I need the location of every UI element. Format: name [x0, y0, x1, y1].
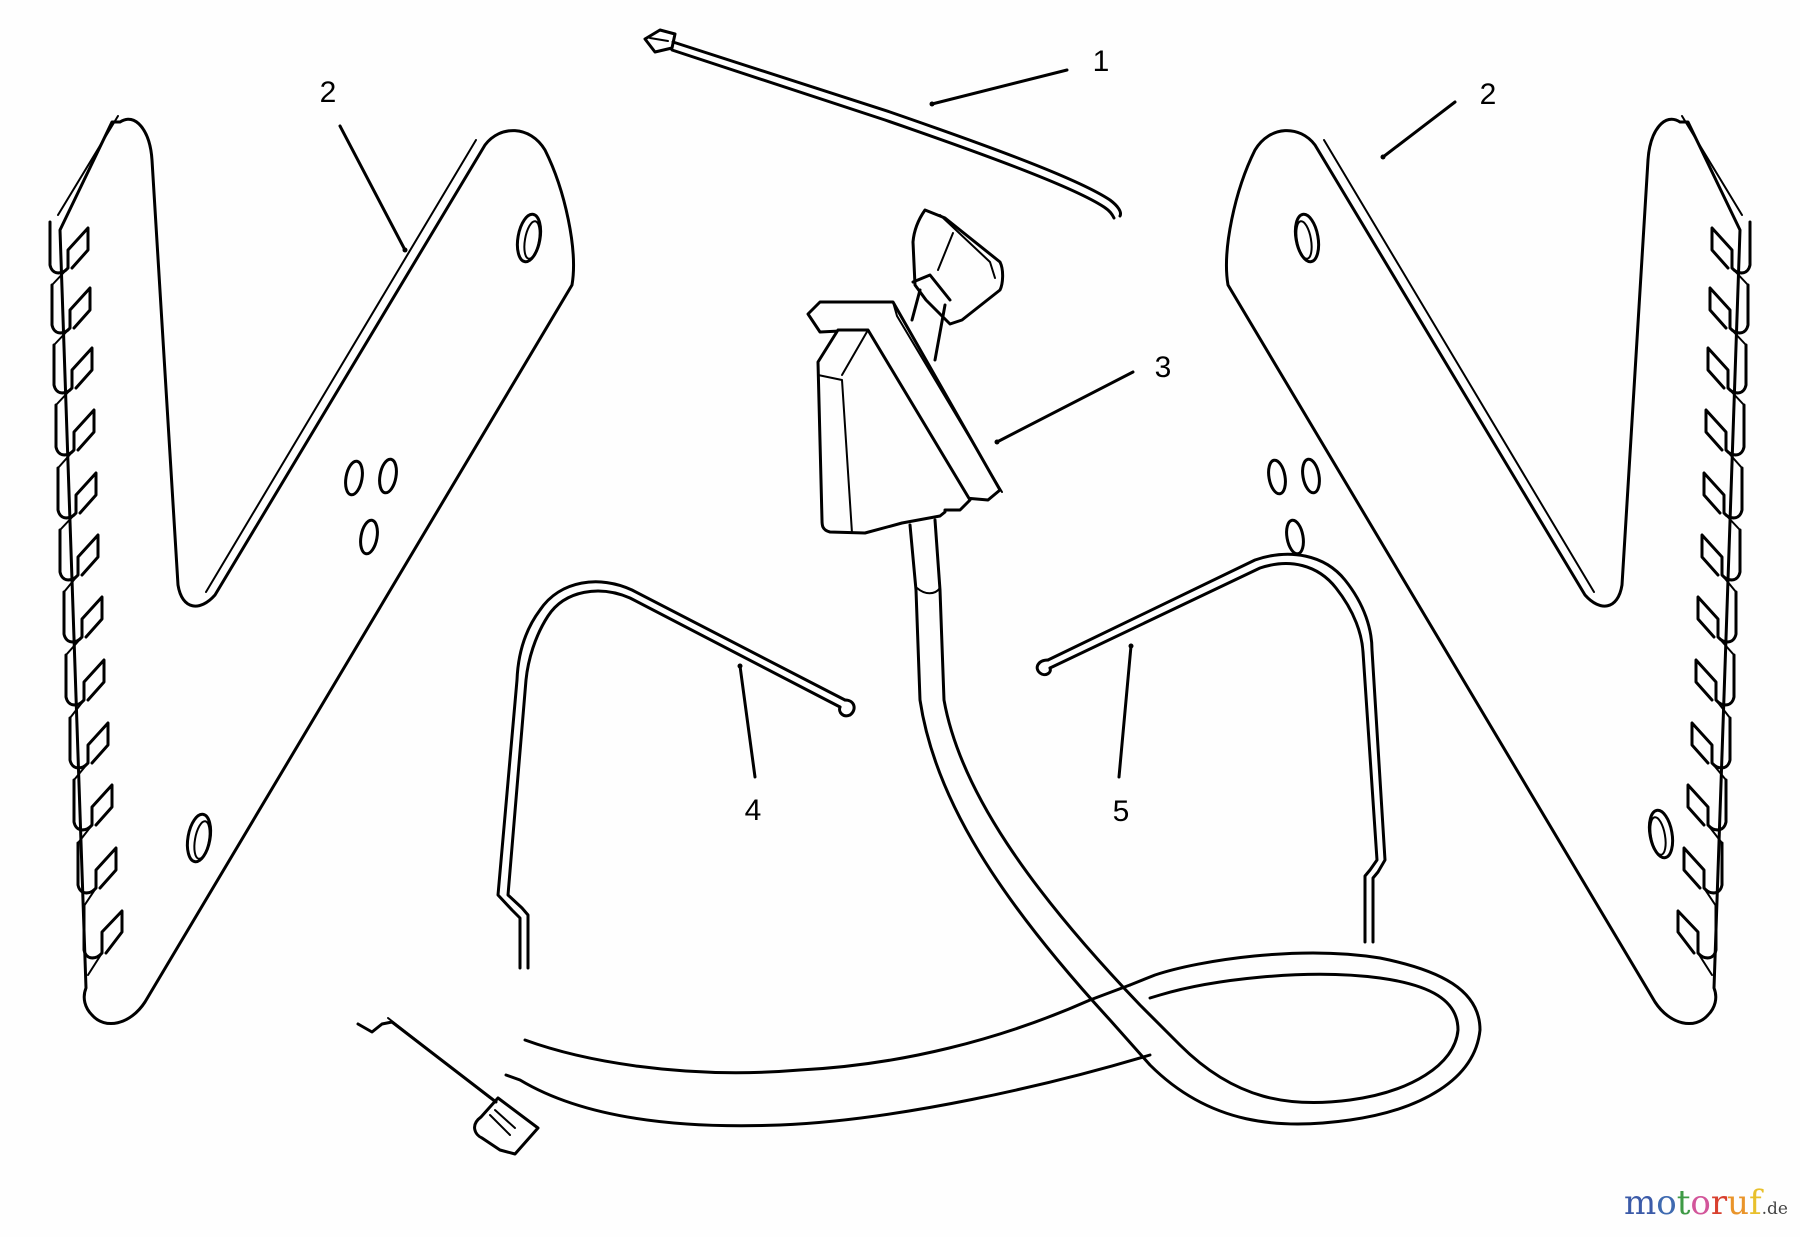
callout-2-right: 2 [1479, 78, 1497, 111]
wire-spring-left [496, 580, 856, 970]
watermark-logo: motoruf.de [1624, 1183, 1788, 1223]
bracket-right-teeth [1676, 220, 1752, 976]
bracket-left-teeth [48, 220, 124, 976]
wire-spring-right [1035, 552, 1387, 944]
watermark-suffix: .de [1761, 1199, 1788, 1219]
watermark-letter: o [1656, 1183, 1677, 1223]
watermark-letter: u [1727, 1183, 1750, 1223]
bracket-left [48, 115, 575, 1025]
control-lever [356, 208, 1482, 1156]
callout-leaders [338, 68, 1457, 779]
bracket-right [1225, 115, 1752, 1025]
callout-1: 1 [1092, 45, 1110, 78]
callout-3: 3 [1154, 351, 1172, 384]
watermark-letter: t [1676, 1183, 1691, 1223]
watermark-letter: f [1749, 1183, 1762, 1223]
callout-5: 5 [1112, 795, 1130, 828]
watermark-letter: m [1623, 1183, 1657, 1223]
callout-4: 4 [744, 794, 762, 827]
watermark-letter: o [1690, 1183, 1711, 1223]
cable-tie [643, 28, 1122, 220]
watermark-letter: r [1710, 1183, 1728, 1223]
callout-2-left: 2 [319, 76, 337, 109]
